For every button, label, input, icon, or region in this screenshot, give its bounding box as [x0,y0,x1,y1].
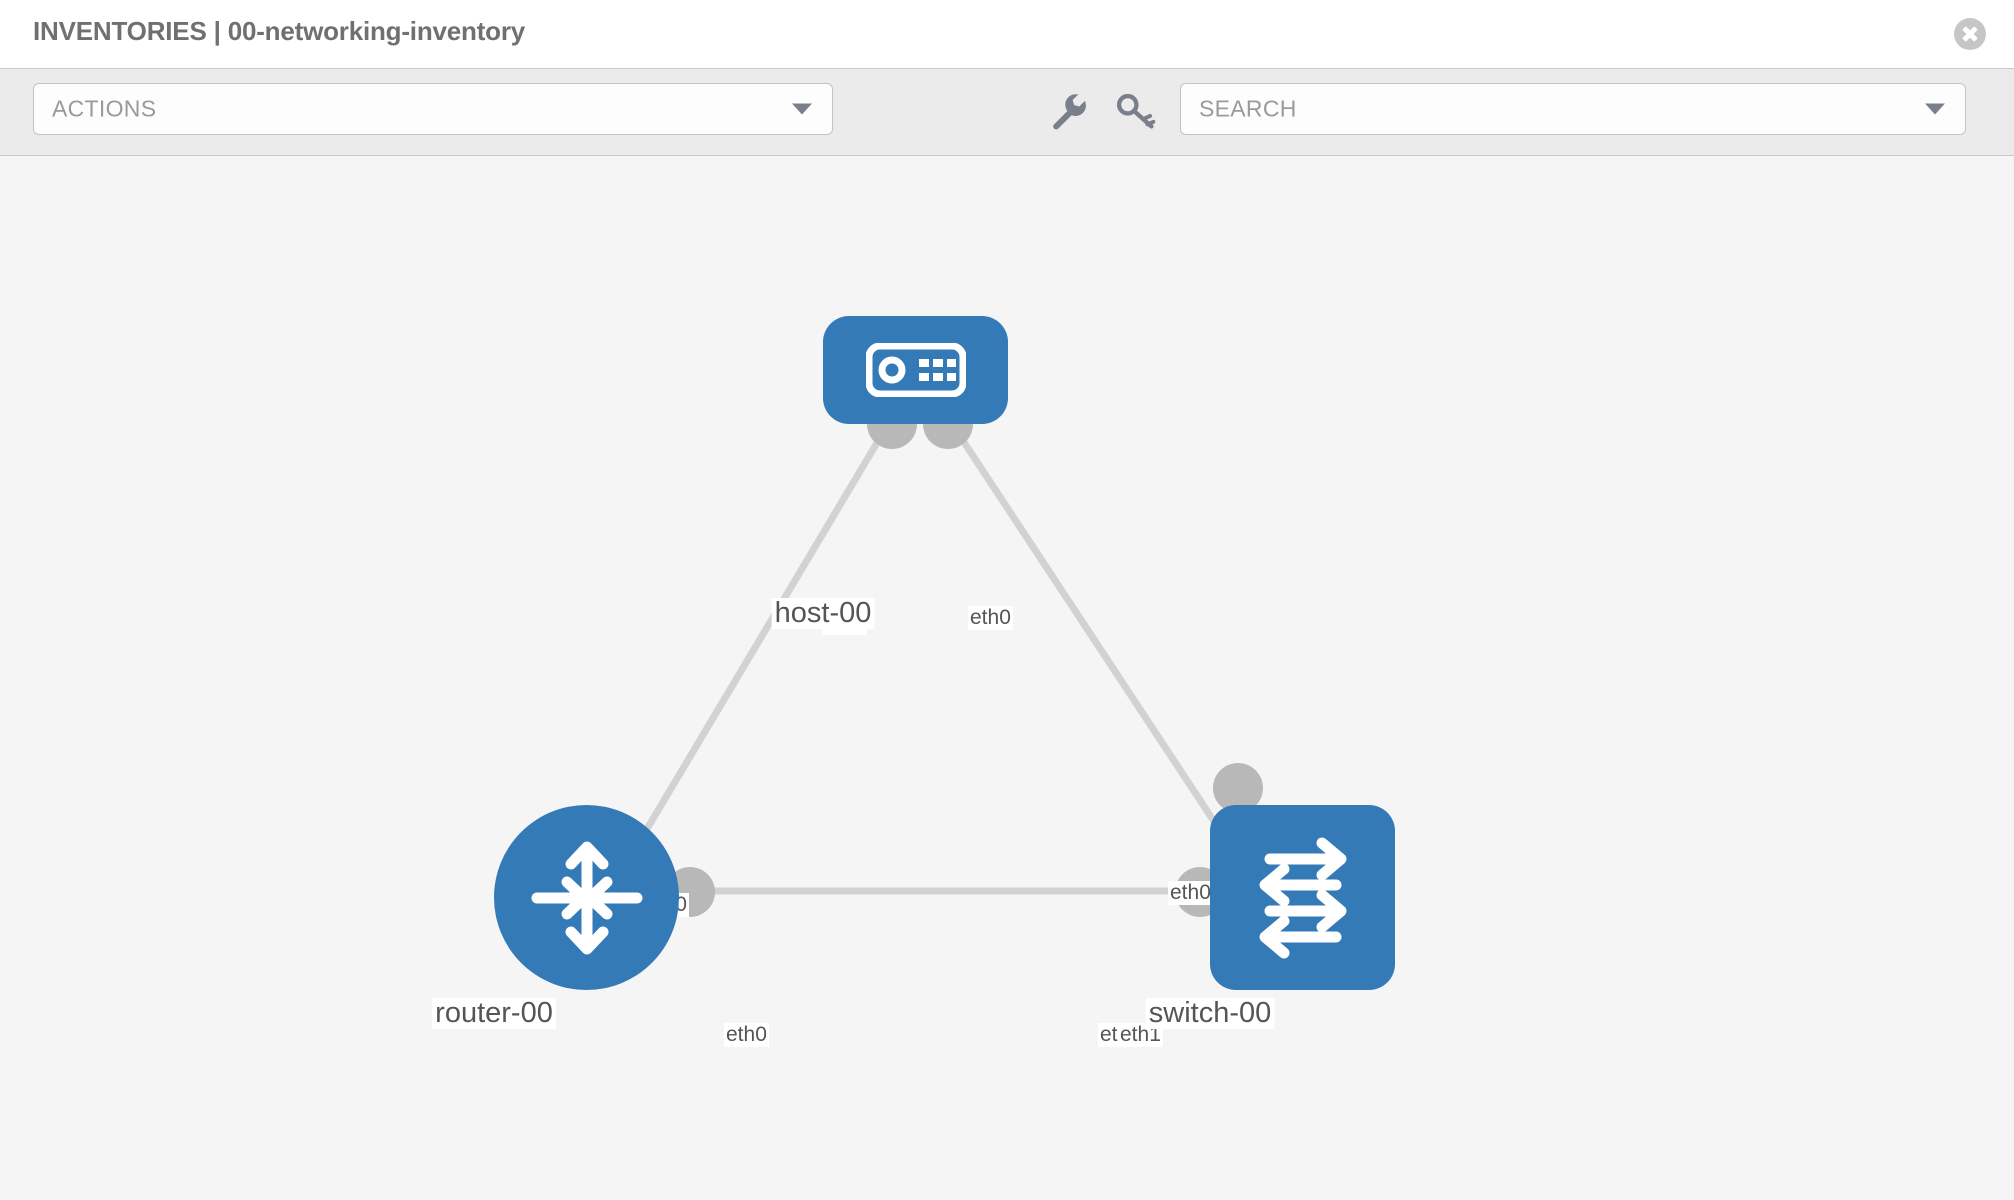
iface-label-host-right: eth0 [968,606,1013,631]
topology-links [588,399,1263,917]
link-host-router[interactable] [606,419,894,893]
router-node-shape[interactable] [494,805,679,990]
switch-node-label: switch-00 [1145,997,1275,1030]
switch-arrows-icon [1259,837,1346,958]
link-host-switch[interactable] [947,419,1253,878]
actions-dropdown-label: ACTIONS [52,95,157,122]
chevron-down-icon [792,103,812,115]
toolbar: ACTIONS SEARCH [0,68,2014,156]
router-node-label: router-00 [432,997,556,1030]
endpoint-switch-up[interactable] [1213,763,1263,813]
page-header: INVENTORIES | 00-networking-inventory [0,0,2014,68]
iface-label-router-right: eth0 [724,1023,769,1048]
actions-dropdown[interactable]: ACTIONS [33,83,833,135]
server-device-icon [865,343,966,397]
search-input[interactable]: SEARCH [1180,83,1966,135]
close-icon[interactable] [1954,18,1986,50]
chevron-down-icon [1925,103,1945,115]
router-arrows-icon [531,841,642,954]
host-node-shape[interactable] [823,316,1008,424]
key-icon[interactable] [1114,89,1156,131]
switch-node-shape[interactable] [1210,805,1395,990]
iface-label-switch-up: eth0 [1168,881,1213,906]
topology-canvas[interactable]: eth0 eth0 eth0 eth0 eth0 eth eth1 host- [0,156,2014,1200]
page-title: INVENTORIES | 00-networking-inventory [33,16,526,46]
wrench-icon[interactable] [1046,89,1088,131]
search-placeholder: SEARCH [1199,95,1297,122]
host-node-label: host-00 [771,597,875,630]
